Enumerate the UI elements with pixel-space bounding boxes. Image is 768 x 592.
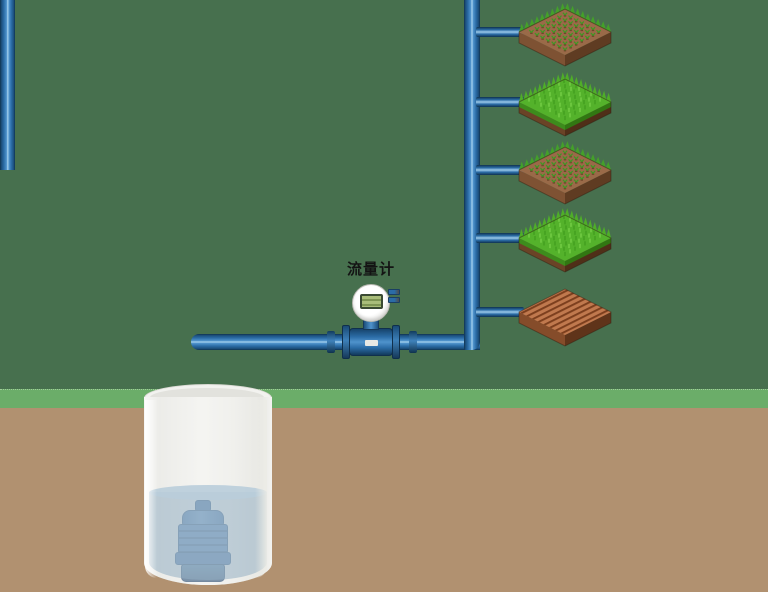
tank-highlight — [145, 400, 157, 578]
well-suction-pipe — [0, 0, 15, 170]
meter-cable-gland — [388, 297, 400, 303]
main-supply-pipe — [191, 334, 480, 350]
seedling-plot-icon — [516, 140, 616, 212]
pipe-coupling — [327, 331, 335, 353]
branch-pipe — [476, 165, 524, 175]
flow-meter-label: 流量计 — [346, 260, 395, 278]
seedling-plot-icon — [516, 2, 616, 74]
branch-pipe — [476, 307, 524, 317]
branch-pipe — [476, 97, 524, 107]
grass-plot-icon — [516, 72, 616, 144]
flow-meter-icon: 流量计 — [336, 258, 408, 362]
meter-cable-gland — [388, 289, 400, 295]
riser-distribution-pipe — [464, 0, 480, 350]
branch-pipe — [476, 233, 524, 243]
pipe-coupling — [409, 331, 417, 353]
meter-lcd-display — [360, 294, 383, 309]
water-surface — [149, 485, 267, 500]
tank-highlight — [255, 400, 267, 578]
meter-nameplate — [365, 340, 378, 346]
grass-plot-icon — [516, 208, 616, 280]
plowed-plot-icon — [516, 282, 616, 354]
branch-pipe — [476, 27, 524, 37]
meter-flange — [392, 325, 400, 359]
well-water — [149, 492, 267, 580]
meter-display-head — [352, 284, 390, 322]
soil-ground — [0, 408, 768, 592]
